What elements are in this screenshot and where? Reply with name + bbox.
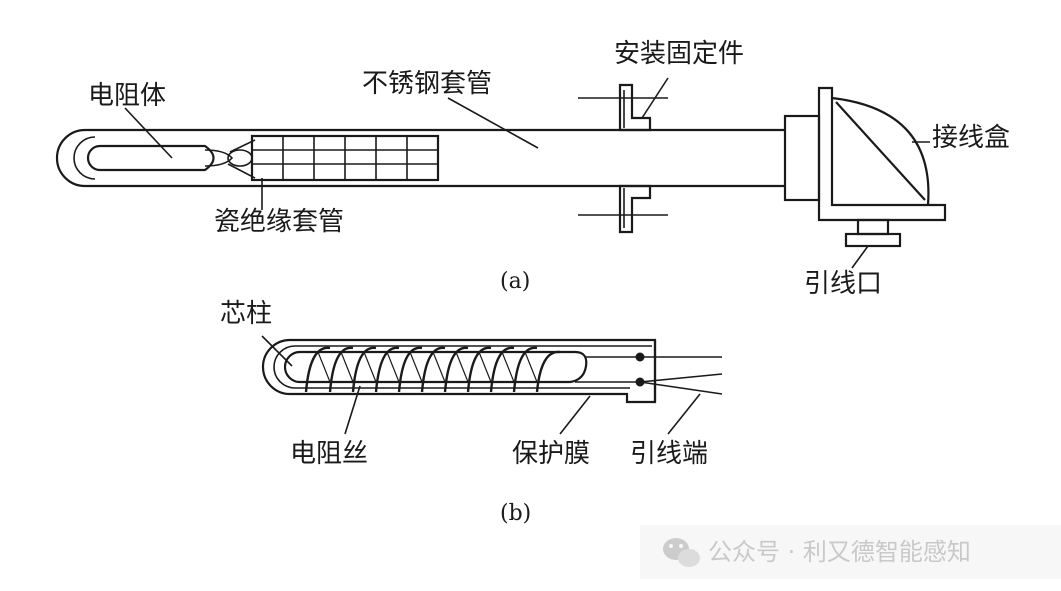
lead-line-1 [227, 163, 256, 179]
leader-resistance-wire [344, 385, 361, 435]
junction-box [783, 86, 947, 248]
label-resistance-wire: 电阻丝 [290, 439, 368, 469]
mounting-fixture [578, 83, 668, 234]
watermark-backdrop [640, 525, 1061, 579]
sheath-tip-inner [73, 136, 96, 180]
label-lead-terminal: 引线端 [630, 439, 708, 469]
leader-sheath [447, 97, 539, 149]
sheath-tube-outline [55, 128, 785, 188]
lead-line-2 [229, 139, 256, 153]
leader-mounting-fixture [641, 77, 669, 119]
label-mounting-fixture: 安装固定件 [614, 39, 744, 69]
external-lead-3 [639, 381, 723, 395]
resistor-neck [204, 149, 234, 167]
leader-lead-terminal [667, 393, 701, 435]
label-lead-outlet: 引线口 [804, 269, 882, 299]
label-protective-film: 保护膜 [512, 439, 590, 469]
leader-protective-film [559, 395, 591, 435]
leader-resistor-body [124, 107, 173, 159]
leader-lead-outlet [851, 245, 869, 269]
protective-film-inner [273, 345, 652, 389]
label-core-pillar: 芯柱 [220, 299, 272, 329]
wechat-icon [663, 538, 700, 567]
caption-a: (a) [500, 269, 530, 294]
watermark: 公众号 · 利又德智能感知 [640, 525, 1061, 579]
ceramic-sleeve-grid [250, 134, 440, 182]
label-stainless-sheath: 不锈钢套管 [362, 69, 492, 99]
label-ceramic-sleeve: 瓷绝缘套管 [214, 207, 344, 237]
resistor-body-shape [86, 144, 215, 172]
leader-core-pillar [261, 335, 293, 367]
figure-b-element-detail: 芯柱 电阻丝 保护膜 引线端 (b) [220, 299, 723, 526]
watermark-text: 公众号 · 利又德智能感知 [708, 538, 971, 566]
protective-film-outline [261, 338, 657, 404]
external-lead-2 [639, 373, 723, 383]
resistance-wire-coil-back [317, 351, 538, 383]
label-junction-box: 接线盒 [932, 123, 1010, 153]
figure-a-thermometer-assembly: 电阻体 不锈钢套管 安装固定件 接线盒 瓷绝缘套管 引线口 (a) [55, 39, 1010, 299]
resistance-wire-coil-front [304, 346, 561, 393]
label-resistor-body: 电阻体 [88, 81, 166, 111]
caption-b: (b) [500, 501, 531, 526]
